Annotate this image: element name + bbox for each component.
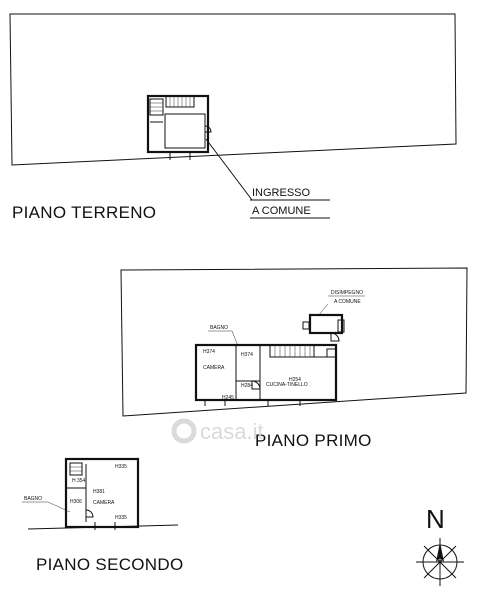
height-label: H245 <box>222 395 234 401</box>
site-outline-terreno <box>9 13 457 166</box>
landing-primo <box>302 313 345 342</box>
svg-text:DISIMPEGNO: DISIMPEGNO <box>331 290 363 296</box>
room-label-bedroom-secondo: CAMERA <box>93 500 115 506</box>
room-label-kitchen-primo: CUCINA-TINELLO <box>266 382 308 388</box>
height-label: H374 <box>203 349 215 355</box>
stair-terreno <box>165 95 195 108</box>
height-label: H254 <box>289 377 301 383</box>
building-footprint-terreno <box>146 94 212 160</box>
floor-title-secondo: PIANO SECONDO <box>36 555 183 574</box>
entrance-leader-line <box>205 138 253 201</box>
compass-label: N <box>426 504 445 534</box>
entrance-label-line1: INGRESSO <box>252 187 311 199</box>
apartment-primo: CAMERA CUCINA-TINELLO H374 H374 H284 H25… <box>194 343 338 406</box>
svg-text:A COMUNE: A COMUNE <box>334 299 361 305</box>
height-label: H381 <box>93 489 105 495</box>
bathroom-label-secondo: BAGNO <box>22 496 71 513</box>
site-outline-primo <box>120 267 468 417</box>
bathroom-label-primo: BAGNO <box>208 325 239 347</box>
svg-text:BAGNO: BAGNO <box>210 325 228 331</box>
north-arrow-icon: N <box>416 504 464 586</box>
plan-piano-secondo: CAMERA H335 H 354 H381 H306 H335 BAGNO P… <box>22 457 183 574</box>
apartment-secondo: CAMERA H335 H 354 H381 H306 H335 <box>64 457 140 530</box>
plan-piano-primo: DISIMPEGNO A COMUNE BAGNO <box>120 267 468 450</box>
height-label: H335 <box>115 464 127 470</box>
landing-label-primo: DISIMPEGNO A COMUNE <box>317 290 365 317</box>
height-label: H374 <box>241 352 253 358</box>
floor-title-terreno: PIANO TERRENO <box>12 203 156 222</box>
height-label: H284 <box>241 383 253 389</box>
floor-title-primo: PIANO PRIMO <box>255 431 372 450</box>
casa-logo-icon: casa.it <box>171 418 264 444</box>
height-label: H306 <box>70 499 82 505</box>
height-label: H 354 <box>72 478 86 484</box>
svg-text:BAGNO: BAGNO <box>24 496 42 502</box>
entrance-label-line2: A COMUNE <box>252 205 311 217</box>
stair-primo <box>269 344 315 358</box>
watermark-text: casa.it <box>200 419 264 444</box>
room-label-bedroom-primo: CAMERA <box>203 365 225 371</box>
plan-piano-terreno: INGRESSO A COMUNE PIANO TERRENO <box>9 13 457 222</box>
height-label: H335 <box>115 515 127 521</box>
